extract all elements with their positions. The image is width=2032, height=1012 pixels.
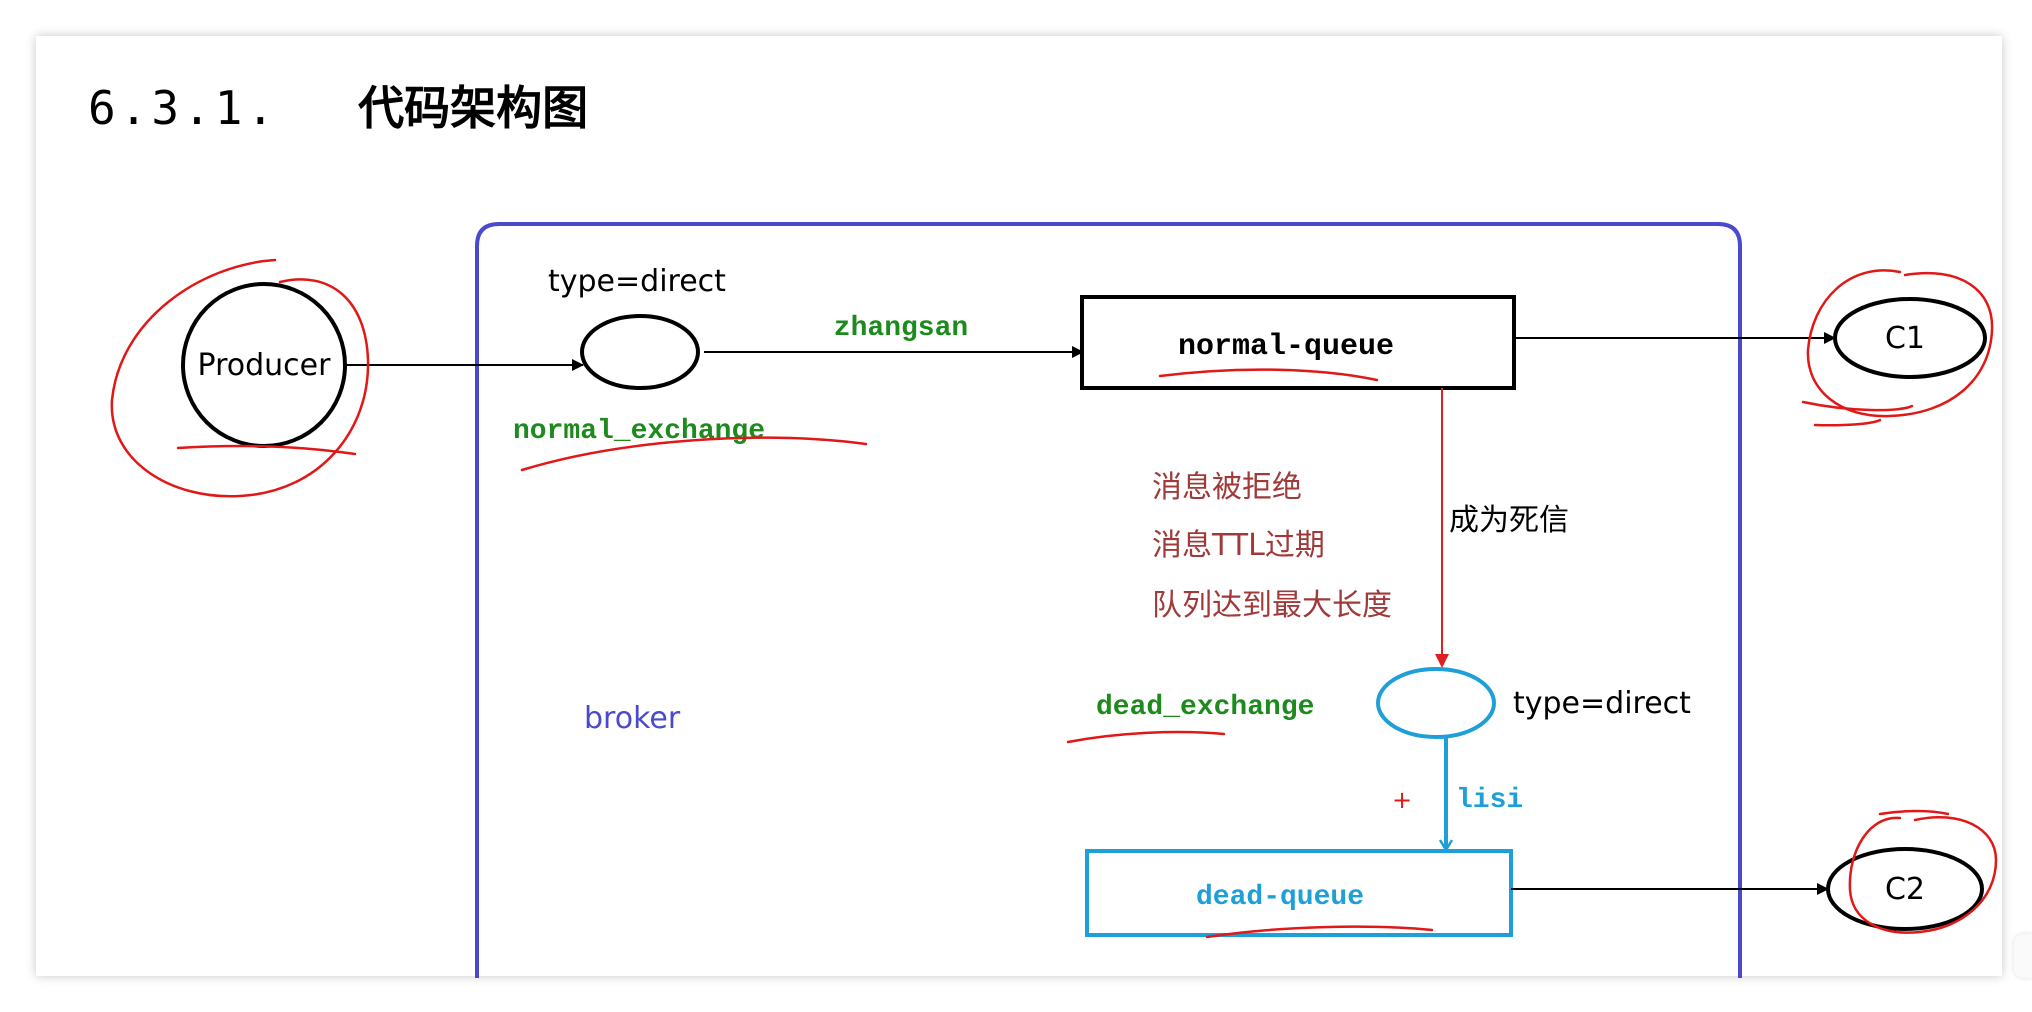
dead-exchange-underline-annotation: [1066, 730, 1226, 744]
producer-circle-annotation: [110, 258, 370, 498]
section-title: 代码架构图: [358, 81, 589, 135]
c1-underline-annotation-2: [1813, 418, 1882, 427]
normal-exchange-type: type=direct: [548, 264, 726, 299]
normal-queue-box: [1080, 295, 1516, 390]
c2-circle-annotation: [1848, 815, 1998, 934]
normal-exchange-name: normal_exchange: [513, 416, 765, 447]
normal-exchange-node: [580, 314, 700, 390]
normal-queue-underline-annotation: [1158, 368, 1379, 382]
dead-exchange-name: dead_exchange: [1096, 692, 1314, 723]
consumer-c1-label: C1: [1885, 321, 1925, 356]
producer-label: Producer: [198, 348, 332, 383]
dead-queue-label: dead-queue: [1196, 882, 1364, 913]
dead-exchange-node: [1376, 667, 1496, 739]
consumer-c2-node: [1826, 847, 1984, 931]
consumer-c1-node: [1833, 297, 1987, 379]
scroll-handle[interactable]: [2014, 934, 2032, 978]
broker-boundary: [475, 222, 1742, 978]
dead-letter-label: 成为死信: [1449, 503, 1569, 538]
reason-rejected: 消息被拒绝: [1152, 470, 1302, 505]
dead-exchange-type: type=direct: [1513, 686, 1691, 721]
handwritten-annotations: [110, 258, 1998, 939]
normal-routing-key: zhangsan: [834, 313, 968, 344]
dead-queue-underline-annotation: [1205, 925, 1434, 939]
dead-queue-box: [1085, 849, 1513, 937]
c1-circle-annotation: [1806, 269, 1994, 418]
c2-top-annotation: [1878, 809, 1950, 816]
normal-exchange-underline-annotation: [520, 436, 868, 472]
c1-underline-annotation: [1801, 400, 1914, 412]
broker-label: broker: [584, 701, 681, 736]
section-heading: 6.3.1. 代码架构图: [88, 72, 588, 138]
reason-ttl-expired: 消息TTL过期: [1152, 528, 1325, 563]
section-number: 6.3.1.: [88, 81, 279, 135]
consumer-c2-label: C2: [1885, 872, 1925, 907]
document-page: [36, 36, 2002, 976]
dead-routing-key: lisi: [1456, 785, 1523, 816]
normal-queue-label: normal-queue: [1178, 330, 1394, 364]
reason-max-length: 队列达到最大长度: [1152, 588, 1392, 623]
plus-mark: +: [1392, 786, 1412, 814]
producer-underline-annotation: [176, 444, 357, 456]
